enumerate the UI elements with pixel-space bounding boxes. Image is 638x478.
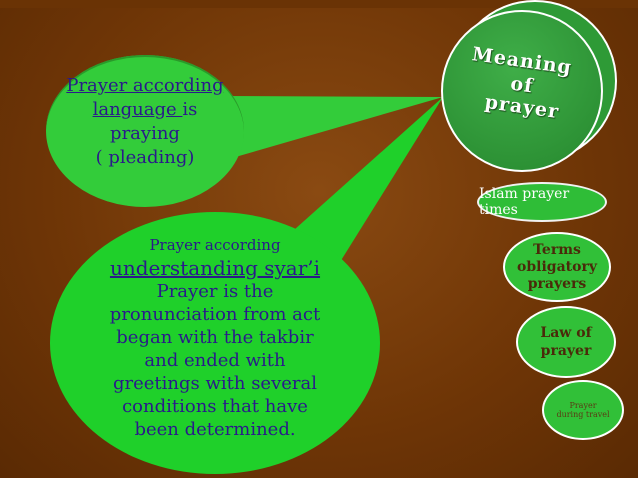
bubble-syari-line1: Prayer according bbox=[149, 236, 281, 254]
bubble-syari-line3: Prayer is the bbox=[156, 281, 274, 302]
islam-prayer-times-button[interactable]: Islam prayer times bbox=[477, 182, 607, 222]
bubble-syari-line7: greetings with several bbox=[112, 373, 317, 394]
top-strip bbox=[0, 0, 638, 8]
bubble-syari-line5: began with the takbir bbox=[116, 327, 314, 348]
law-of-prayer-button[interactable]: Law of prayer bbox=[516, 306, 616, 378]
meaning-of-prayer-circle[interactable]: Meaning of prayer bbox=[441, 10, 603, 172]
bubble-syari-line6: and ended with bbox=[144, 350, 286, 371]
travel-label: Prayer during travel bbox=[556, 401, 610, 419]
bubble-syari-line4: pronunciation from act bbox=[109, 304, 321, 325]
terms-label: Terms obligatory prayers bbox=[517, 241, 597, 292]
bubble-language-line1: Prayer according bbox=[66, 75, 224, 96]
bubble-syari-line8: conditions that have bbox=[122, 396, 308, 417]
terms-obligatory-prayers-button[interactable]: Terms obligatory prayers bbox=[503, 232, 611, 302]
callout-pointer-language bbox=[220, 96, 443, 158]
bubble-language-line4: ( pleading) bbox=[95, 147, 195, 168]
bubble-syari-definition: Prayer according understanding syar’i Pr… bbox=[50, 212, 380, 474]
bubble-syari-line2: understanding syar’i bbox=[109, 256, 321, 280]
bubble-language-line2: language is bbox=[46, 98, 244, 122]
bubble-language-line3: praying bbox=[110, 123, 180, 144]
bubble-syari-line9: been determined. bbox=[134, 419, 296, 440]
law-label: Law of prayer bbox=[540, 325, 592, 359]
bubble-language-definition: Prayer according language is praying ( p… bbox=[46, 55, 244, 207]
prayer-during-travel-button[interactable]: Prayer during travel bbox=[542, 380, 624, 440]
callout-pointer-syari bbox=[285, 97, 443, 262]
language-word: language bbox=[92, 99, 183, 120]
language-is: is bbox=[182, 99, 198, 120]
